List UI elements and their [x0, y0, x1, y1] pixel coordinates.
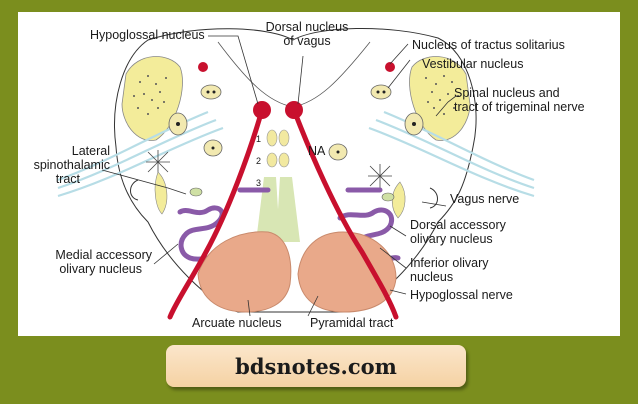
label-lateral-spinothalamic-2: spinothalamic — [33, 158, 110, 172]
label-vestibular-nucleus: Vestibular nucleus — [422, 57, 524, 71]
medial-lemniscus-left — [256, 177, 280, 242]
spinothalamic-oval — [189, 187, 203, 197]
reticular-left — [146, 150, 170, 174]
label-hypoglossal-nerve: Hypoglossal nerve — [410, 288, 513, 302]
label-mlf-1: 1 — [256, 134, 262, 144]
pyramid-right — [297, 231, 397, 313]
lateral-crescent-right — [391, 181, 406, 219]
diagram-panel: Hypoglossal nucleus Dorsal nucleus of va… — [18, 12, 620, 336]
vagus-ring-right — [429, 187, 438, 209]
label-lateral-spinothalamic-3: tract — [55, 172, 80, 186]
dorsal-nuclei — [168, 84, 424, 161]
medulla-outline — [114, 27, 477, 313]
label-na: NA — [308, 144, 326, 158]
label-dorsal-accessory-olivary-1: Dorsal accessory — [410, 218, 506, 232]
pyramid-left — [197, 231, 292, 313]
label-vagus-nerve: Vagus nerve — [450, 192, 520, 206]
mlf-ovals — [266, 129, 290, 168]
label-mlf-3: 3 — [256, 178, 262, 188]
spinal-trigeminal-left — [121, 56, 183, 141]
hypoglossal-nerve-right — [291, 107, 399, 320]
trigeminal-dots-left — [133, 75, 167, 115]
vagus-ring-left — [130, 179, 139, 201]
label-medial-accessory-olivary-1: Medial accessory — [55, 248, 152, 262]
label-dorsal-accessory-olivary-2: olivary nucleus — [410, 232, 493, 246]
label-spinal-trigeminal-1: Spinal nucleus and — [454, 86, 560, 100]
fibers-left — [57, 110, 224, 198]
label-hypoglossal-nucleus: Hypoglossal nucleus — [90, 28, 205, 42]
label-dorsal-nucleus-vagus-1: Dorsal nucleus — [265, 20, 349, 34]
lateral-crescent-left — [154, 171, 168, 215]
label-pyramidal-tract: Pyramidal tract — [310, 316, 394, 330]
label-mlf-2: 2 — [256, 156, 262, 166]
medulla-cross-section — [57, 27, 535, 320]
label-arcuate-nucleus: Arcuate nucleus — [192, 316, 282, 330]
hypoglossal-nerve-left — [167, 107, 265, 320]
red-dot-left — [198, 62, 208, 72]
reticular-right — [368, 164, 392, 188]
site-badge: bdsnotes.com — [166, 345, 466, 387]
label-lateral-spinothalamic-1: Lateral — [71, 144, 110, 158]
spinal-trigeminal-right — [409, 56, 471, 141]
label-medial-accessory-olivary-2: olivary nucleus — [59, 262, 142, 276]
label-spinal-trigeminal-2: tract of trigeminal nerve — [454, 100, 585, 114]
red-dot-right — [385, 62, 395, 72]
medial-lemniscus-right — [276, 177, 300, 242]
leader-lines — [101, 35, 457, 317]
site-name: bdsnotes.com — [235, 353, 397, 379]
fibers-right — [368, 110, 535, 198]
label-dorsal-nucleus-vagus-2: of vagus — [283, 34, 331, 48]
label-inferior-olivary-1: Inferior olivary — [410, 256, 489, 270]
trigeminal-dots-right — [425, 75, 459, 115]
label-inferior-olivary-2: nucleus — [410, 270, 454, 284]
label-nucleus-tractus-solitarius: Nucleus of tractus solitarius — [412, 38, 565, 52]
